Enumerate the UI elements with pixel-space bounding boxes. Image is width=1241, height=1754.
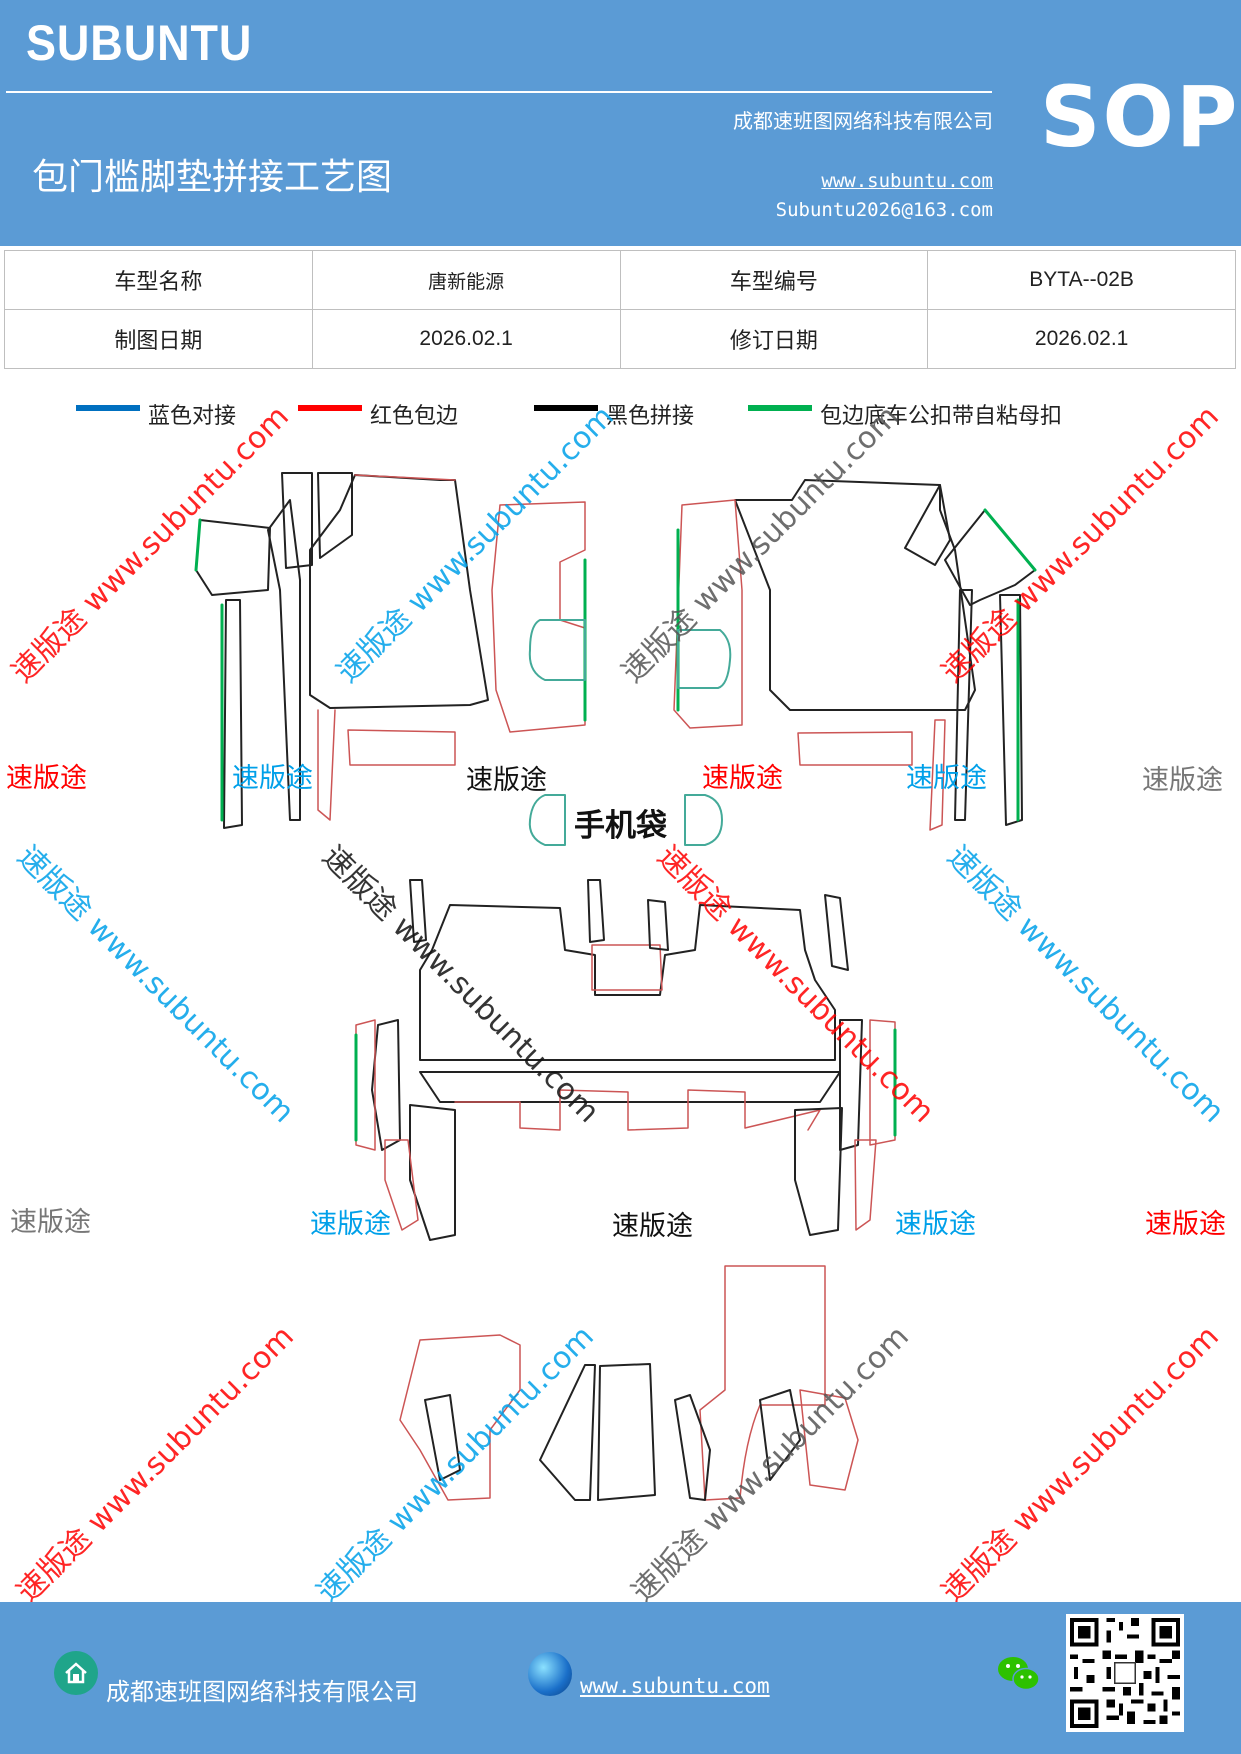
legend-item-blue: 蓝色对接	[76, 398, 236, 430]
revise-date-value: 2026.02.1	[927, 309, 1236, 369]
model-name-value: 唐新能源	[311, 250, 621, 310]
legend-item-red: 红色包边	[298, 398, 458, 430]
watermark-word: 速版途	[895, 1209, 976, 1240]
phone-bags	[528, 794, 723, 846]
model-code-label: 车型编号	[619, 250, 929, 310]
header-divider	[6, 91, 992, 93]
draw-date-label: 制图日期	[4, 309, 313, 369]
table-row: 制图日期 2026.02.1 修订日期 2026.02.1	[4, 309, 1236, 369]
legend-swatch	[76, 405, 140, 411]
legend-swatch	[748, 405, 812, 411]
watermark-word: 速版途	[1145, 1209, 1226, 1240]
draw-date-value: 2026.02.1	[311, 309, 621, 369]
watermark-word: 速版途	[466, 765, 547, 796]
watermark-word: 速版途	[6, 763, 87, 794]
legend: 蓝色对接 红色包边 黑色拼接 包边底车公扣带自粘母扣	[0, 398, 1241, 438]
footer-company: 成都速班图网络科技有限公司	[106, 1678, 418, 1706]
header-company: 成都速班图网络科技有限公司	[733, 109, 993, 133]
legend-item-green: 包边底车公扣带自粘母扣	[748, 398, 1062, 430]
table-row: 车型名称 唐新能源 车型编号 BYTA--02B	[4, 250, 1236, 310]
header: SUBUNTU SOP 成都速班图网络科技有限公司 包门槛脚垫拼接工艺图 www…	[0, 0, 1241, 246]
footer: 成都速班图网络科技有限公司 www.subuntu.com	[0, 1602, 1241, 1754]
legend-label: 包边底车公扣带自粘母扣	[820, 404, 1063, 429]
info-table: 车型名称 唐新能源 车型编号 BYTA--02B 制图日期 2026.02.1 …	[4, 250, 1236, 369]
floor-mat-drawing	[194, 472, 1037, 1501]
qr-code	[1066, 1614, 1184, 1732]
footer-website-link[interactable]: www.subuntu.com	[580, 1674, 770, 1698]
globe-icon	[528, 1652, 572, 1696]
watermark-word: 速版途	[10, 1207, 91, 1238]
legend-label: 红色包边	[370, 404, 459, 429]
front-left-mats	[194, 472, 587, 829]
wechat-icon[interactable]	[996, 1654, 1042, 1694]
legend-label: 蓝色对接	[148, 404, 237, 429]
watermark-word: 速版途	[232, 763, 313, 794]
watermark-word: 速版途	[906, 763, 987, 794]
brand-logo: SUBUNTU	[26, 15, 253, 71]
legend-swatch	[298, 405, 362, 411]
front-right-mats	[673, 479, 1037, 831]
doc-type: SOP	[1040, 68, 1240, 166]
page-title: 包门槛脚垫拼接工艺图	[32, 157, 393, 198]
header-email: Subuntu2026@163.com	[775, 199, 993, 221]
legend-swatch	[534, 405, 598, 411]
rear-mats	[354, 879, 897, 1241]
header-website-link[interactable]: www.subuntu.com	[821, 170, 993, 192]
model-code-value: BYTA--02B	[927, 250, 1236, 310]
phone-bag-label: 手机袋	[574, 808, 667, 844]
revise-date-label: 修订日期	[619, 309, 929, 369]
home-icon	[54, 1651, 98, 1695]
third-row-mats	[399, 1265, 859, 1501]
legend-item-black: 黑色拼接	[534, 398, 694, 430]
watermark-word: 速版途	[612, 1211, 693, 1242]
watermark-word: 速版途	[310, 1209, 391, 1240]
watermark-word: 速版途	[1142, 765, 1223, 796]
watermark-word: 速版途	[702, 763, 783, 794]
legend-label: 黑色拼接	[606, 404, 695, 429]
model-name-label: 车型名称	[4, 250, 313, 310]
